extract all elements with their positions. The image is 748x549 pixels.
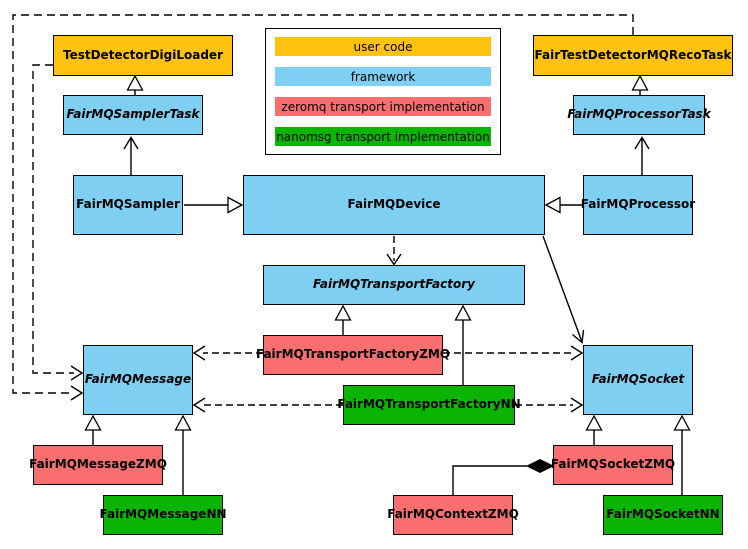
node-fairmq-device: FairMQDevice: [243, 175, 545, 235]
node-fairmq-context-zmq: FairMQContextZMQ: [387, 495, 519, 535]
edge-processor-device-inheritance: [544, 196, 582, 214]
edge-factorynn-message-dependency: [192, 397, 343, 413]
edge-factorynn-socket-dependency: [515, 397, 584, 413]
edge-device-socket-association: [542, 235, 585, 344]
edge-messagenn-message-inheritance: [174, 414, 192, 495]
edge-socketzmq-socket-inheritance: [585, 414, 603, 445]
node-fairmq-transport-factory: FairMQTransportFactory: [263, 265, 525, 305]
edge-recotask-message-dependency: [12, 14, 634, 401]
node-fairmq-message-zmq: FairMQMessageZMQ: [29, 445, 167, 485]
edge-sampler-device-inheritance: [184, 196, 244, 214]
node-fairmq-processor: FairMQProcessor: [581, 175, 695, 235]
legend-item-user-code: user code: [275, 37, 491, 56]
node-fairmq-transport-factory-nn: FairMQTransportFactoryNN: [337, 385, 521, 425]
node-fairmq-socket-nn: FairMQSocketNN: [603, 495, 723, 535]
edge-processor-processortask-association: [634, 136, 650, 175]
edge-samplertask-digiloader-inheritance: [126, 74, 144, 95]
node-fairmq-socket-zmq: FairMQSocketZMQ: [551, 445, 675, 485]
legend-item-nanomsg: nanomsg transport implementation: [275, 127, 491, 146]
node-fairmq-sampler: FairMQSampler: [73, 175, 183, 235]
edge-factoryzmq-socket-dependency: [443, 345, 584, 361]
edge-socketnn-socket-inheritance: [673, 414, 691, 495]
legend-item-zeromq: zeromq transport implementation: [275, 97, 491, 116]
edge-contextzmq-socketzmq-composition: [452, 458, 555, 495]
edge-messagezmq-message-inheritance: [84, 414, 102, 445]
node-fairmq-socket: FairMQSocket: [583, 345, 693, 415]
legend: user code framework zeromq transport imp…: [265, 28, 501, 155]
legend-item-framework: framework: [275, 67, 491, 86]
node-test-detector-digi-loader: TestDetectorDigiLoader: [53, 35, 233, 76]
node-fair-test-detector-mq-reco-task: FairTestDetectorMQRecoTask: [533, 35, 733, 76]
edge-factorynn-transportfactory-inheritance: [454, 304, 472, 385]
node-fairmq-processor-task: FairMQProcessorTask: [567, 95, 711, 135]
node-fairmq-message-nn: FairMQMessageNN: [99, 495, 227, 535]
edge-device-transportfactory-dependency: [386, 236, 402, 266]
node-fairmq-sampler-task: FairMQSamplerTask: [63, 95, 203, 135]
edge-digiloader-message-dependency: [32, 64, 84, 381]
node-fairmq-transport-factory-zmq: FairMQTransportFactoryZMQ: [256, 335, 450, 375]
node-fairmq-message: FairMQMessage: [83, 345, 193, 415]
edge-factoryzmq-message-dependency: [192, 345, 263, 361]
edge-sampler-samplertask-association: [123, 136, 139, 175]
edge-factoryzmq-transportfactory-inheritance: [334, 304, 352, 335]
edge-processortask-recotask-inheritance: [631, 74, 649, 95]
